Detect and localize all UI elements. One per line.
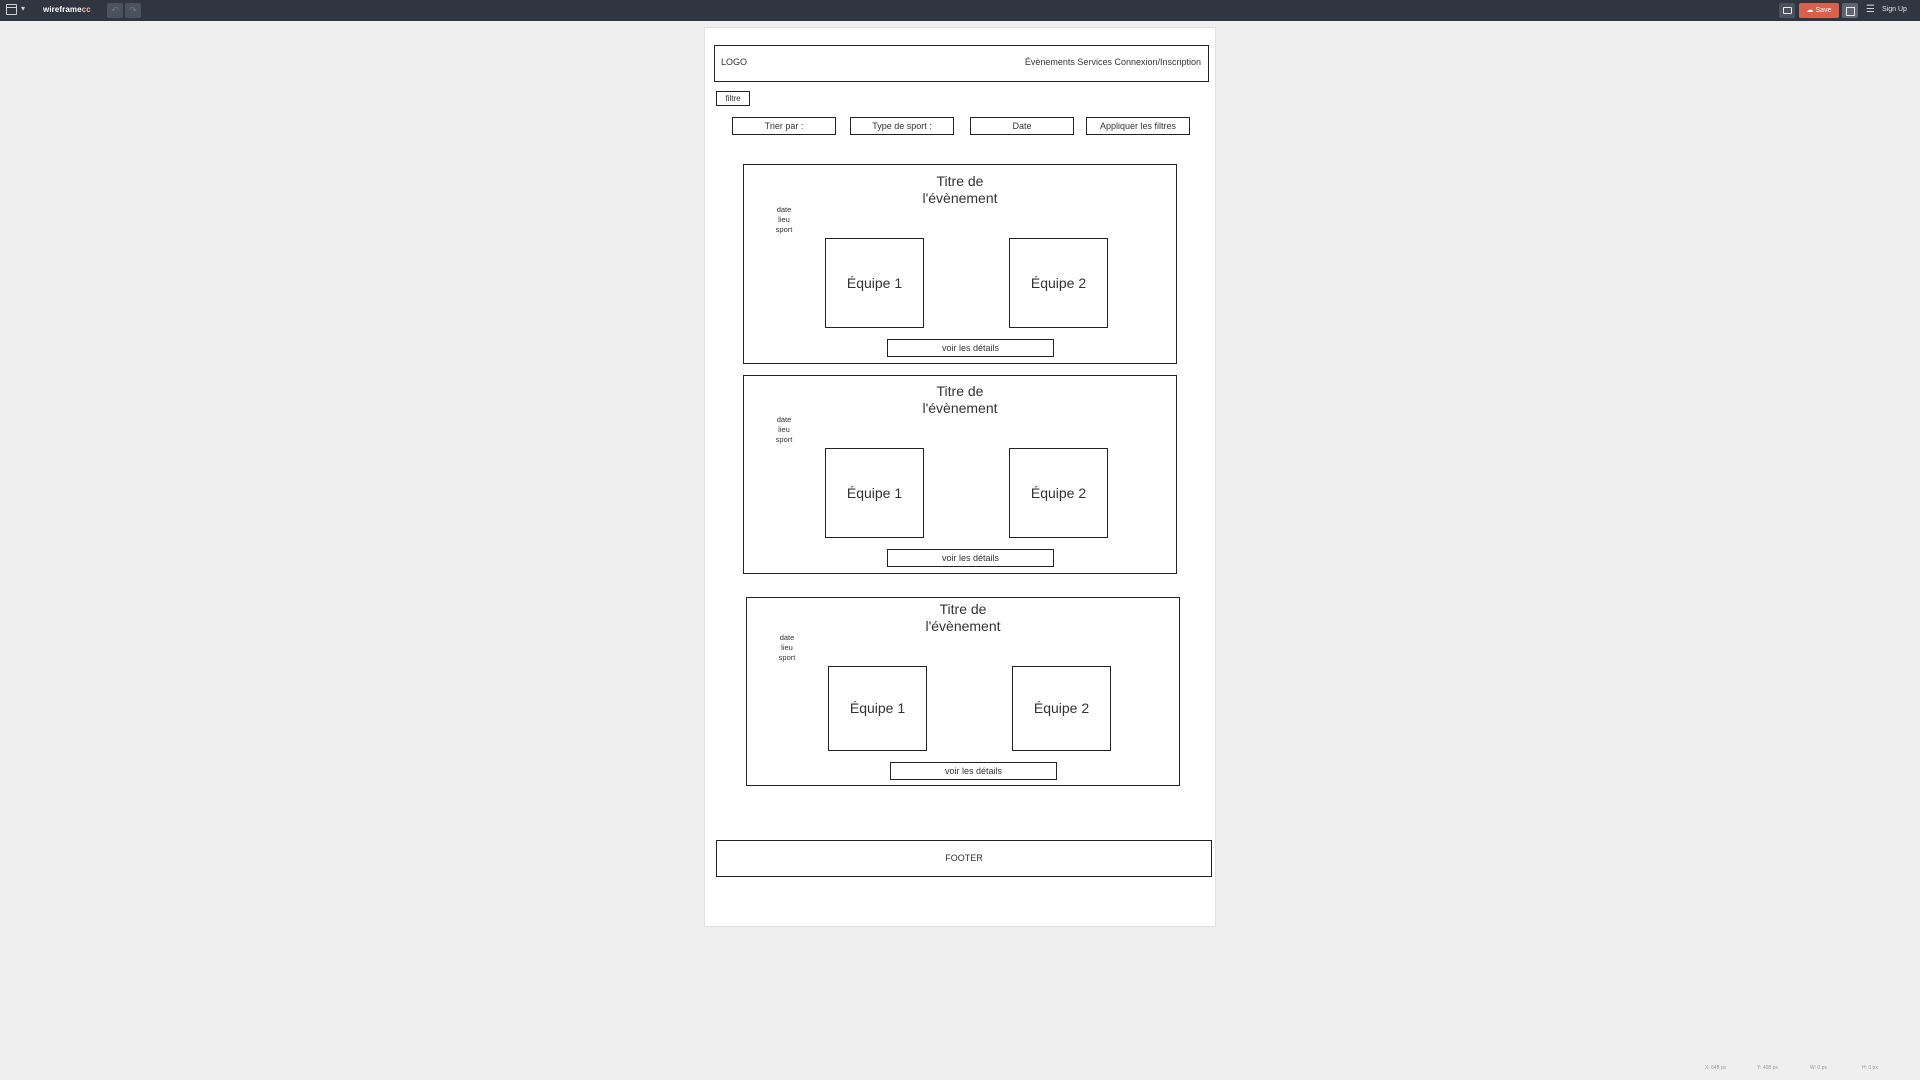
- nav-links: Évènements Services Connexion/Inscriptio…: [1024, 57, 1201, 67]
- save-button[interactable]: ☁ Save: [1799, 3, 1839, 18]
- redo-button[interactable]: ↷: [125, 3, 141, 18]
- app-brand: wireframecc: [43, 5, 91, 14]
- date-select[interactable]: Date: [970, 117, 1074, 135]
- team-2-box[interactable]: Équipe 2: [1009, 238, 1108, 328]
- status-w: W: 0 px: [1810, 1065, 1827, 1071]
- undo-button[interactable]: ↶: [107, 3, 123, 18]
- sort-by-select[interactable]: Trier par :: [732, 117, 836, 135]
- view-details-button[interactable]: voir les détails: [887, 339, 1054, 357]
- team-2-box[interactable]: Équipe 2: [1012, 666, 1111, 751]
- document-icon[interactable]: [6, 4, 17, 15]
- status-bar: X: 648 px Y: 408 px W: 0 px H: 0 px: [1700, 1063, 1920, 1073]
- event-title: Titre de l'évènement: [925, 601, 1001, 634]
- sport-type-select[interactable]: Type de sport :: [850, 117, 954, 135]
- chevron-down-icon[interactable]: ▾: [21, 4, 26, 13]
- event-card[interactable]: Titre de l'évènement date lieu sport Équ…: [746, 597, 1180, 786]
- event-title: Titre de l'évènement: [922, 173, 998, 206]
- top-toolbar: ▾ wireframecc ↶ ↷ ☁ Save ☰ Sign Up: [0, 0, 1920, 21]
- event-meta: date lieu sport: [778, 633, 796, 662]
- wireframe-canvas[interactable]: LOGO Évènements Services Connexion/Inscr…: [704, 27, 1216, 927]
- team-1-box[interactable]: Équipe 1: [828, 666, 927, 751]
- event-card[interactable]: Titre de l'évènement date lieu sport Équ…: [743, 164, 1177, 364]
- view-details-button[interactable]: voir les détails: [887, 549, 1054, 567]
- status-x: X: 648 px: [1705, 1065, 1727, 1071]
- apply-filters-button[interactable]: Appliquer les filtres: [1086, 117, 1190, 135]
- status-y: Y: 408 px: [1757, 1065, 1778, 1071]
- sign-up-link[interactable]: Sign Up: [1882, 6, 1907, 13]
- page-header[interactable]: LOGO Évènements Services Connexion/Inscr…: [714, 45, 1209, 82]
- logo-text: LOGO: [721, 57, 748, 67]
- menu-icon[interactable]: ☰: [1866, 4, 1875, 15]
- status-h: H: 0 px: [1862, 1065, 1878, 1071]
- view-details-button[interactable]: voir les détails: [890, 762, 1057, 780]
- save-label: Save: [1815, 7, 1832, 14]
- page-footer[interactable]: FOOTER: [716, 840, 1212, 877]
- event-title: Titre de l'évènement: [922, 383, 998, 416]
- grid-toggle-button[interactable]: [1842, 3, 1858, 18]
- event-meta: date lieu sport: [775, 205, 793, 234]
- team-2-box[interactable]: Équipe 2: [1009, 448, 1108, 538]
- event-card[interactable]: Titre de l'évènement date lieu sport Équ…: [743, 375, 1177, 574]
- filter-toggle[interactable]: filtre: [716, 91, 750, 106]
- event-meta: date lieu sport: [775, 415, 793, 444]
- team-1-box[interactable]: Équipe 1: [825, 238, 924, 328]
- comment-button[interactable]: [1779, 3, 1795, 18]
- team-1-box[interactable]: Équipe 1: [825, 448, 924, 538]
